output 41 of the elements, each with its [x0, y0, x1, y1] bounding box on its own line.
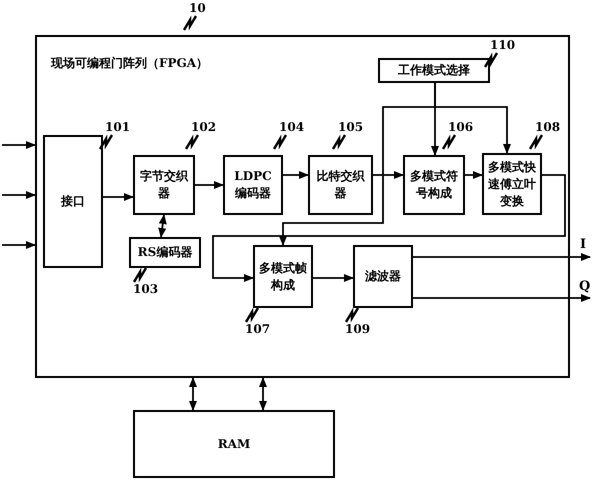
- callout-number: 109: [345, 307, 370, 336]
- callout-number: 103: [133, 267, 158, 296]
- callout-number: 105: [338, 121, 364, 150]
- arrow: [283, 171, 309, 179]
- callout-number: 107: [245, 307, 270, 336]
- box-label: 多模式快速傅立叶变换: [487, 158, 537, 210]
- callout-number: 110: [490, 39, 516, 68]
- arrow: [2, 141, 36, 149]
- box-label: 字节交织器: [139, 168, 190, 202]
- box-label: 多模式帧构成: [258, 260, 308, 294]
- arrow: [413, 253, 591, 261]
- memory-box: [133, 410, 335, 478]
- callout-number: 108: [535, 121, 560, 150]
- box-label: 比特交织器: [316, 168, 366, 202]
- box-label: 接口: [60, 193, 86, 210]
- arrow: [413, 294, 591, 302]
- arrow: [2, 241, 36, 249]
- signal-label: Q: [579, 280, 590, 294]
- callout-number: 104: [279, 121, 304, 150]
- callout-number: 102: [191, 121, 216, 150]
- box-label: 滤波器: [364, 268, 402, 285]
- arrow: [373, 171, 404, 179]
- arrow: [2, 191, 36, 199]
- box-label: LDPC 编码器: [233, 168, 273, 202]
- arrow: [189, 377, 197, 411]
- box-label: RS编码器: [136, 244, 194, 261]
- arrow: [465, 171, 483, 179]
- arrow: [103, 193, 134, 201]
- box-label: RAM: [216, 436, 252, 452]
- callout-number: 101: [105, 121, 130, 150]
- arrow: [158, 214, 167, 238]
- box-label: 工作模式选择: [397, 62, 471, 79]
- callout-number: 10: [189, 2, 206, 31]
- arrow: [195, 181, 224, 189]
- arrow: [279, 83, 436, 246]
- box-label: 多模式符号构成: [409, 168, 459, 202]
- block-title: 现场可编程门阵列（FPGA）: [51, 55, 208, 72]
- arrow: [313, 274, 354, 282]
- arrow: [259, 377, 267, 411]
- arrow: [212, 174, 566, 282]
- callout-number: 106: [448, 121, 474, 150]
